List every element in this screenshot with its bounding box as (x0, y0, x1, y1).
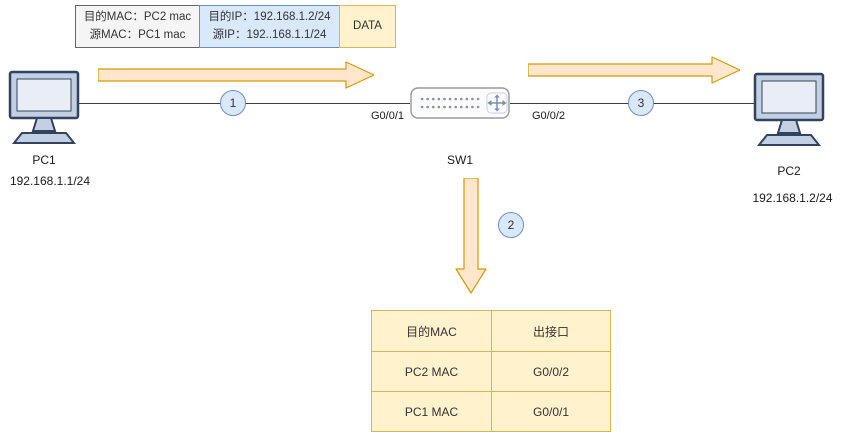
port-label-g002: G0/0/2 (532, 110, 566, 122)
mac-table-header-port: 出接口 (491, 311, 610, 351)
arrow-step3-icon (528, 56, 740, 84)
pc2-icon (753, 72, 825, 146)
pc2-ip-label: 192.168.1.2/24 (752, 191, 833, 205)
sw1-icon (410, 87, 510, 119)
pc2-name-label: PC2 (777, 164, 801, 178)
pc1-icon (8, 70, 80, 144)
mac-table-cell-g001: G0/0/1 (491, 391, 610, 431)
frame-mac-src: 源MAC：PC1 mac (89, 28, 186, 41)
mac-address-table: 目的MAC 出接口 PC2 MAC G0/0/2 PC1 MAC G0/0/1 (371, 310, 611, 432)
frame-data-field: DATA (339, 5, 396, 48)
step-badge-1: 1 (220, 90, 246, 116)
port-label-g001: G0/0/1 (370, 110, 404, 122)
frame-ip-dst: 目的IP：192.168.1.2/24 (208, 11, 331, 24)
frame-ip-src: 源IP：192..168.1.1/24 (212, 28, 327, 41)
frame-data-label: DATA (353, 19, 382, 32)
mac-table-cell-pc1mac: PC1 MAC (372, 391, 491, 431)
mac-table-cell-g002: G0/0/2 (491, 351, 610, 391)
frame-ip-field: 目的IP：192.168.1.2/24 源IP：192..168.1.1/24 (199, 5, 340, 48)
packet-frame: 目的MAC：PC2 mac 源MAC：PC1 mac 目的IP：192.168.… (75, 5, 396, 48)
mac-table-header-dst: 目的MAC (406, 324, 457, 339)
arrow-step2-icon (455, 178, 487, 294)
sw1-name-label: SW1 (446, 153, 473, 167)
mac-table-cell-pc2mac: PC2 MAC (372, 351, 491, 391)
frame-mac-field: 目的MAC：PC2 mac 源MAC：PC1 mac (75, 5, 200, 48)
step-badge-3: 3 (628, 90, 654, 116)
frame-mac-dst: 目的MAC：PC2 mac (83, 11, 192, 24)
arrow-step1-icon (98, 61, 374, 89)
move-cursor-icon (486, 92, 508, 114)
step-badge-2: 2 (498, 212, 524, 238)
pc1-name-label: PC1 (32, 153, 56, 167)
pc1-ip-label: 192.168.1.1/24 (9, 174, 91, 188)
